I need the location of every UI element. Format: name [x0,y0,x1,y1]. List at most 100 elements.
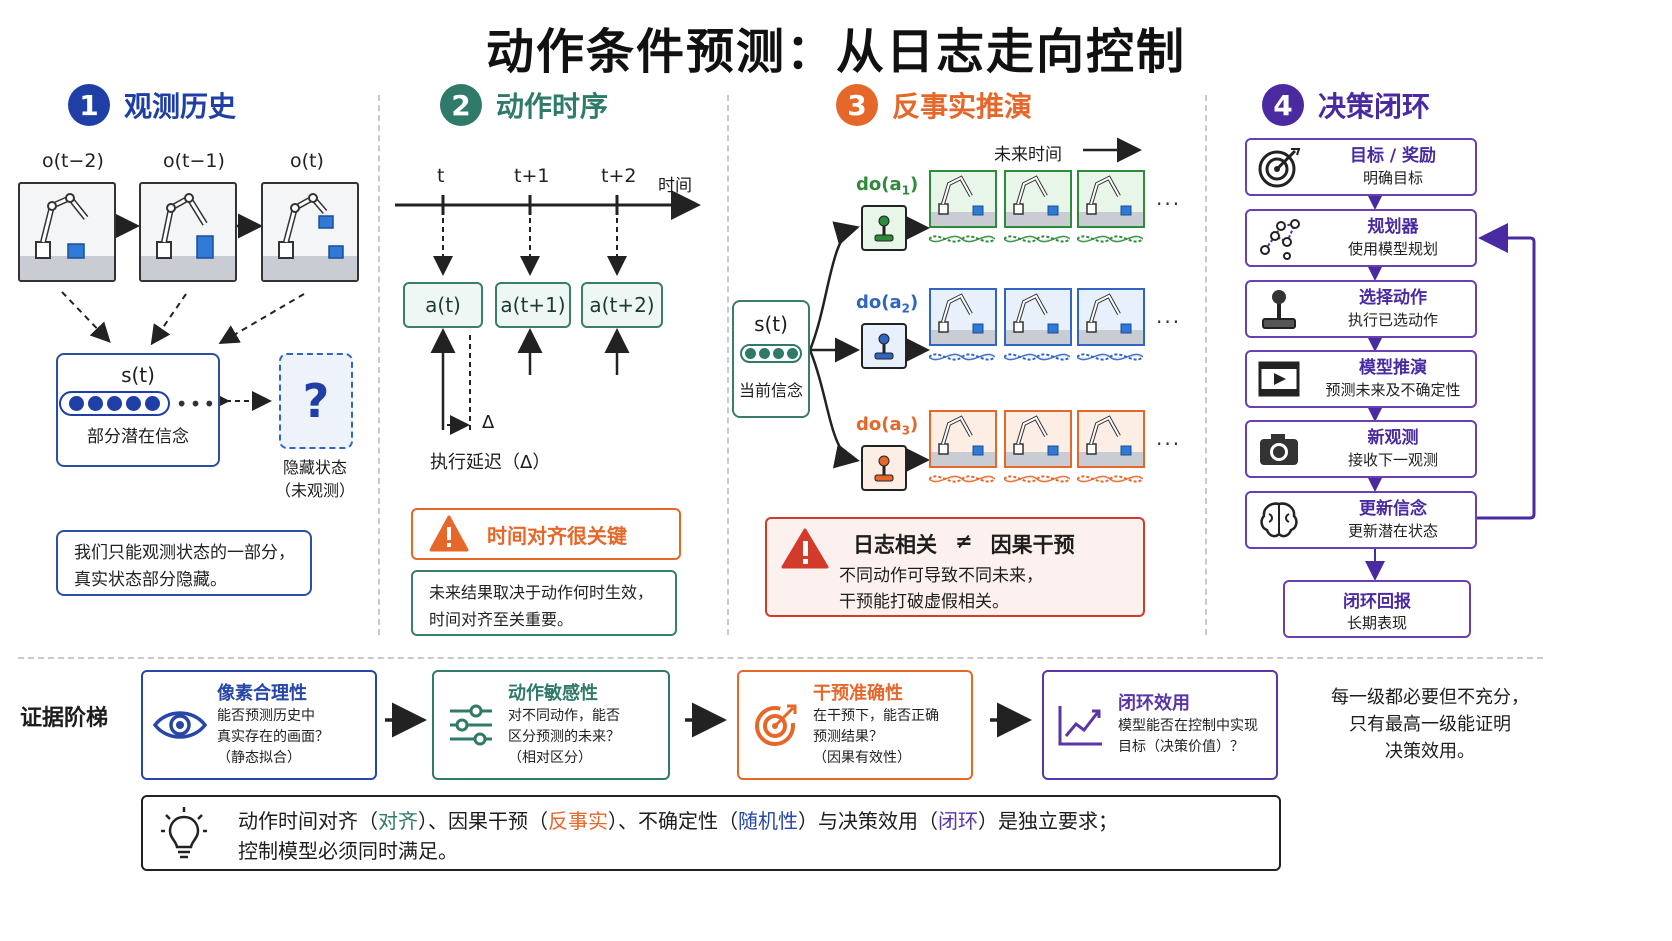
evidence-level: 干预准确性在干预下，能否正确预测结果？（因果有效性） [737,670,973,780]
warning-right: 因果干预 [990,533,1075,557]
obs-label: o(t−1) [163,150,225,172]
evidence-line: 能否预测历史中 [217,707,315,724]
uncertainty-band [1003,470,1071,492]
not-equal-icon: ≠ [955,529,973,553]
section-2-header: 2 动作时序 [440,84,608,126]
summary-text: 动作时间对齐（对齐）、因果干预（反事实）、不确定性（随机性）与决策效用（闭环）是… [238,806,1118,866]
robot-arm-icon [931,293,995,344]
future-frame [1004,288,1072,346]
step-desc: 预测未来及不确定性 [1325,381,1461,399]
hidden-caption-line: 隐藏状态 [282,458,347,477]
hidden-caption-line: （未观测） [274,481,355,500]
evidence-line: 区分预测的未来？ [508,728,620,745]
loop-step: 目标 / 奖励明确目标 [1245,138,1477,196]
evidence-level: 动作敏感性对不同动作，能否区分预测的未来？ （相对区分） [432,670,670,780]
branch-do-label: do(a3) [856,414,918,438]
robot-arm-icon [1006,415,1070,466]
observation-frame [18,182,116,282]
target-arrow-icon [739,700,813,750]
evidence-title: 动作敏感性 [508,682,598,704]
step-title: 规划器 [1367,217,1419,237]
step-desc: 接收下一观测 [1347,451,1438,469]
do-text: do(a [856,414,902,435]
joystick-icon [874,455,894,482]
chart-icon [1044,702,1118,748]
hidden-caption: 隐藏状态 （未观测） [270,456,360,502]
return-box: 闭环回报 长期表现 [1283,580,1471,638]
summary-part: ）与决策效用（ [798,809,938,833]
alignment-warning: 时间对齐很关键 [411,508,681,560]
do-subscript: 3 [901,423,910,438]
keyword-stochasticity: 随机性 [738,809,798,833]
note-line: 不同动作可导致不同未来， [839,566,1043,586]
evidence-line: 对不同动作，能否 [508,707,620,724]
note-line: 每一级都必要但不充分， [1331,687,1529,708]
keyword-counterfactual: 反事实 [548,809,608,833]
film-icon [1247,353,1311,405]
step-desc: 使用模型规划 [1347,240,1438,258]
robot-arm-icon [1079,293,1143,344]
section-title: 决策闭环 [1318,90,1431,123]
ellipsis: ••• [175,391,218,416]
uncertainty-band [928,470,996,492]
loop-step: 更新信念更新潜在状态 [1245,491,1477,549]
evidence-line: （因果有效性） [813,749,911,766]
summary-box: 动作时间对齐（对齐）、因果干预（反事实）、不确定性（随机性）与决策效用（闭环）是… [141,795,1281,871]
evidence-line: 预测结果？ [813,728,883,745]
action-joystick-box [861,205,907,251]
warning-icon [781,528,829,569]
action-box: a(t+2) [581,282,663,328]
graph-icon [1247,212,1311,264]
ellipsis: ··· [1156,192,1182,216]
divider [378,95,380,635]
action-box: a(t) [403,282,483,328]
uncertainty-band [1076,348,1144,370]
step-desc: 更新潜在状态 [1347,522,1438,540]
belief-state-box: s(t) ••• 部分潜在信念 [56,353,220,467]
hidden-state-box: ? [279,353,353,449]
tick-label: t [437,165,445,187]
joystick-icon [1247,283,1311,335]
eye-icon [143,705,217,745]
section-3-header: 3 反事实推演 [836,84,1032,126]
warning-icon [429,515,469,552]
return-title: 闭环回报 [1343,592,1411,612]
section-title: 观测历史 [124,90,237,123]
uncertainty-wave [1076,235,1144,243]
note-line: 我们只能观测状态的一部分， [74,543,295,563]
keyword-alignment: 对齐 [378,809,418,833]
ellipsis: ··· [1156,432,1182,456]
note-line: 真实状态部分隐藏。 [74,570,227,590]
loop-step: 规划器使用模型规划 [1245,209,1477,267]
section-1-header: 1 观测历史 [68,84,236,126]
delay-caption: 执行延迟（Δ） [430,452,551,473]
note-line: 决策效用。 [1385,741,1475,762]
time-axis-label: 时间 [658,176,692,196]
uncertainty-band [1003,230,1071,252]
summary-part: 动作时间对齐（ [238,809,378,833]
future-frame [1077,288,1145,346]
future-frame [1077,410,1145,468]
summary-part: ）是独立要求； [978,809,1118,833]
observation-frame [261,182,359,282]
step-title: 新观测 [1367,428,1419,448]
uncertainty-band [928,230,996,252]
evidence-line: （相对区分） [508,749,592,766]
camera-icon [1247,423,1311,475]
robot-arm-icon [1079,415,1143,466]
section-title: 动作时序 [496,90,609,123]
uncertainty-wave [1003,475,1071,483]
action-box: a(t+1) [495,282,571,328]
divider [18,657,1543,659]
future-frame [1004,170,1072,228]
evidence-level: 像素合理性能否预测历史中真实存在的画面？（静态拟合） [141,670,377,780]
robot-arm-icon [263,193,357,280]
future-frame [929,410,997,468]
branch-do-label: do(a2) [856,292,918,316]
state-caption: 当前信念 [738,381,803,400]
do-subscript: 1 [901,183,910,198]
do-close: ) [909,292,919,313]
divider [1205,95,1207,635]
tick-label: t+1 [514,165,550,187]
